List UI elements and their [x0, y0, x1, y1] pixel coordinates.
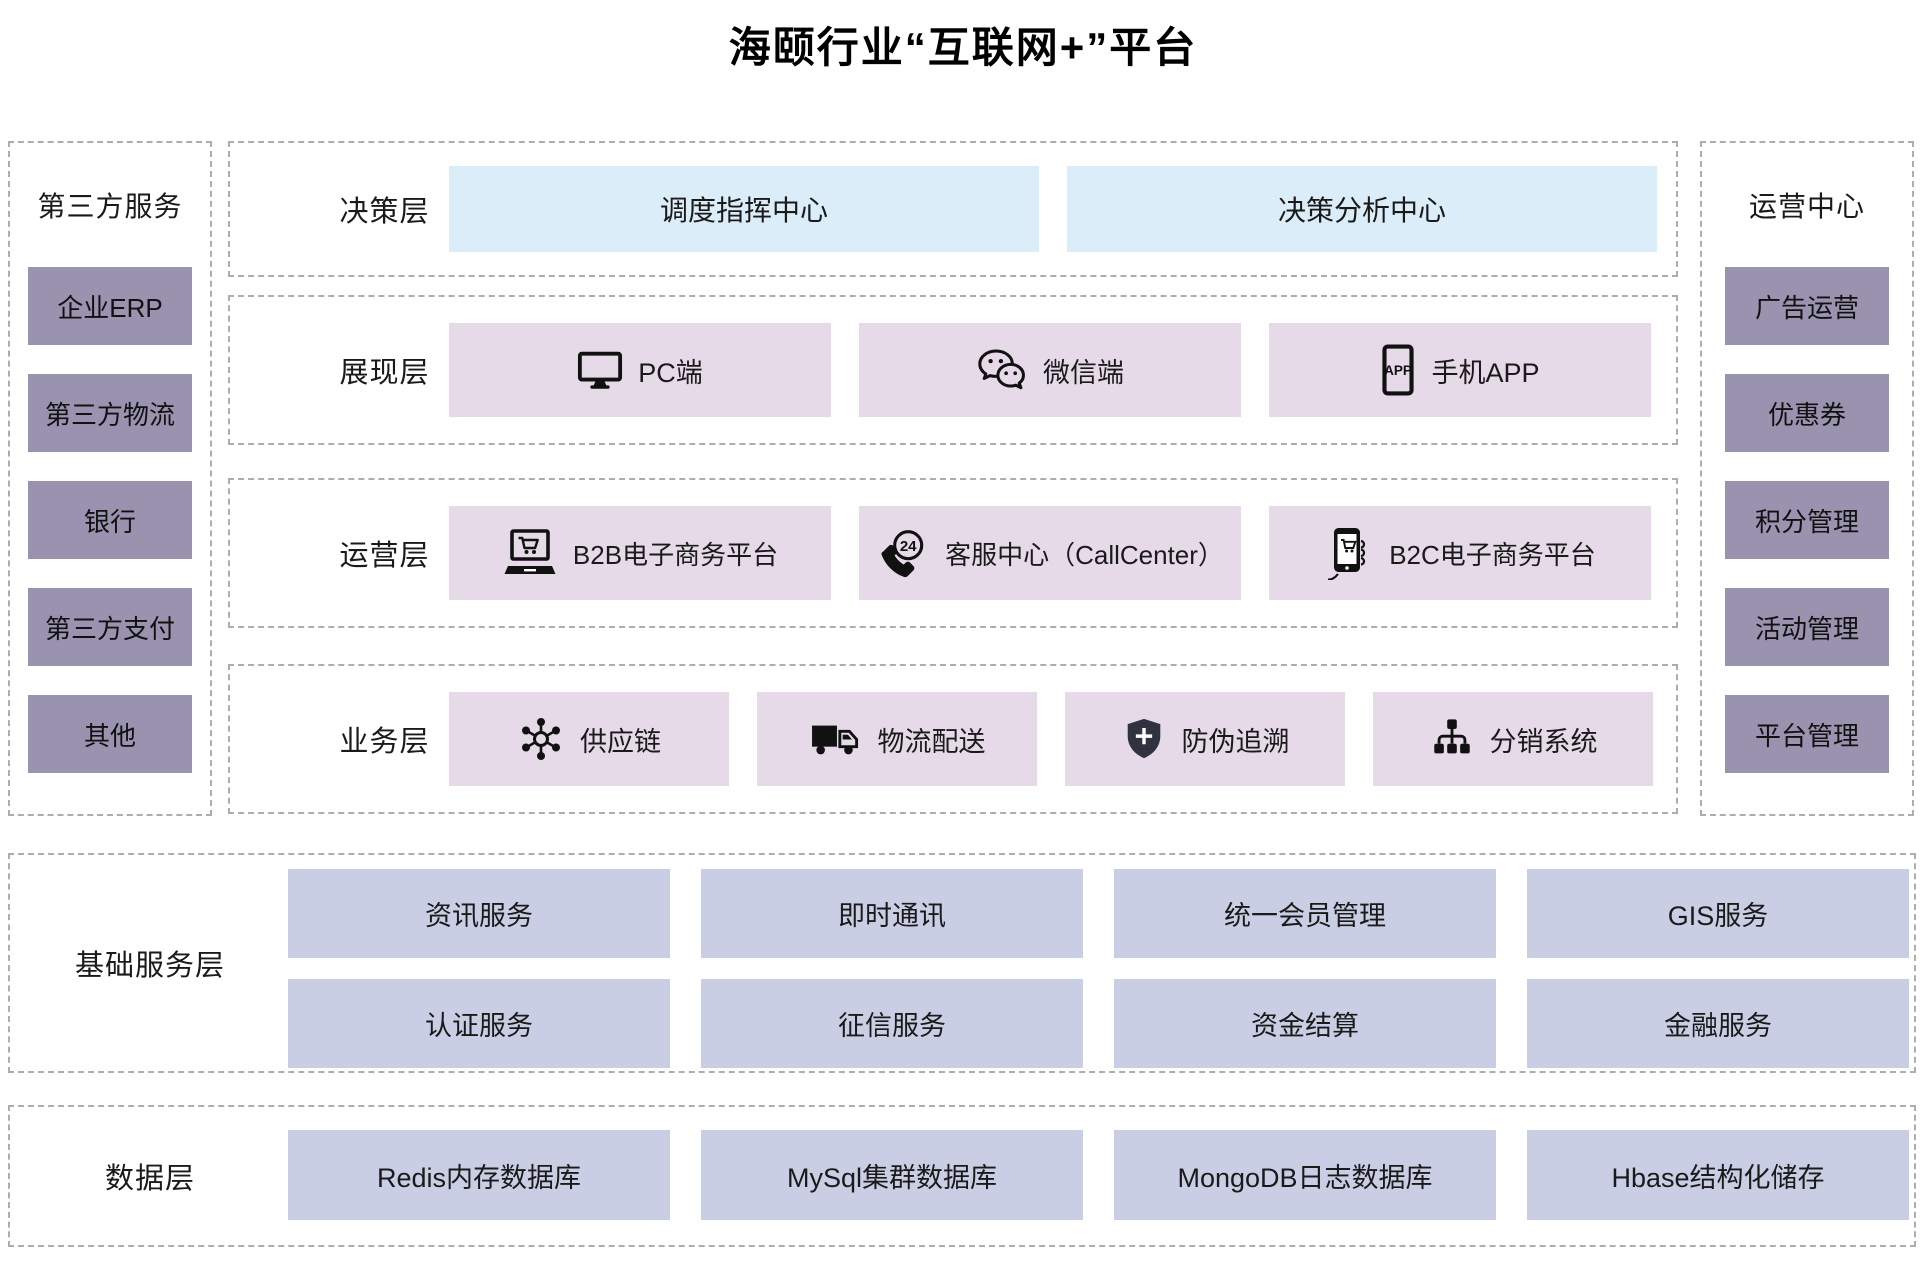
mobile-app-icon: APP — [1380, 344, 1416, 396]
mobile-app-label: 手机APP — [1431, 357, 1540, 388]
b2c-platform-label: B2C电子商务平台 — [1389, 539, 1596, 570]
business-layer: 业务层 — [228, 664, 1678, 814]
decision-layer-items: 调度指挥中心 决策分析中心 — [449, 166, 1657, 252]
operation-item-activity: 活动管理 — [1725, 588, 1889, 666]
dispatch-command-center-box: 调度指挥中心 — [449, 166, 1039, 252]
third-party-item-logistics: 第三方物流 — [28, 374, 192, 452]
supply-chain-box: 供应链 — [449, 692, 729, 786]
wechat-client-label: 微信端 — [1043, 357, 1124, 388]
service-box-member: 统一会员管理 — [1114, 869, 1496, 958]
service-box-settlement: 资金结算 — [1114, 979, 1496, 1068]
supply-network-icon — [517, 715, 565, 763]
distribution-system-label: 分销系统 — [1489, 726, 1598, 757]
operation-item-platform: 平台管理 — [1725, 695, 1889, 773]
third-party-item-bank: 银行 — [28, 481, 192, 559]
decision-layer-label: 决策层 — [339, 196, 430, 228]
hierarchy-icon — [1429, 716, 1475, 762]
db-box-mongodb: MongoDB日志数据库 — [1114, 1130, 1496, 1220]
service-box-finance: 金融服务 — [1527, 979, 1909, 1068]
third-party-items: 企业ERP 第三方物流 银行 第三方支付 其他 — [10, 267, 210, 773]
pc-client-box: PC端 — [449, 323, 831, 417]
presentation-layer-items: PC端 微信端 — [449, 323, 1651, 417]
monitor-icon — [577, 347, 623, 393]
db-box-mysql: MySql集群数据库 — [701, 1130, 1083, 1220]
presentation-layer: 展现层 PC端 — [228, 295, 1678, 445]
operation-item-coupon: 优惠券 — [1725, 374, 1889, 452]
service-box-credit: 征信服务 — [701, 979, 1083, 1068]
data-layer-label: 数据层 — [104, 1163, 195, 1195]
base-service-layer: 基础服务层 资讯服务 即时通讯 统一会员管理 GIS服务 认证服务 征信服务 资… — [8, 853, 1916, 1073]
supply-chain-label: 供应链 — [580, 726, 661, 757]
phone-24-icon: 24 — [876, 526, 930, 580]
pc-client-label: PC端 — [638, 357, 703, 388]
logistics-delivery-label: 物流配送 — [877, 726, 986, 757]
data-layer-grid: Redis内存数据库 MySql集群数据库 MongoDB日志数据库 Hbase… — [288, 1130, 1909, 1220]
truck-icon — [809, 716, 863, 762]
service-box-im: 即时通讯 — [701, 869, 1083, 958]
call-center-label: 客服中心（CallCenter） — [945, 539, 1224, 570]
operation-layer: 运营层 B2B电子商务平台 — [228, 478, 1678, 628]
business-layer-label: 业务层 — [339, 726, 430, 758]
operation-center-panel-title: 运营中心 — [1748, 191, 1865, 222]
logistics-delivery-box: 物流配送 — [757, 692, 1037, 786]
operation-item-ads: 广告运营 — [1725, 267, 1889, 345]
base-service-grid: 资讯服务 即时通讯 统一会员管理 GIS服务 认证服务 征信服务 资金结算 金融… — [288, 869, 1909, 1068]
operation-layer-label: 运营层 — [339, 540, 430, 572]
anti-fake-trace-box: 防伪追溯 — [1065, 692, 1345, 786]
operation-item-points: 积分管理 — [1725, 481, 1889, 559]
anti-fake-trace-label: 防伪追溯 — [1181, 726, 1290, 757]
service-box-auth: 认证服务 — [288, 979, 670, 1068]
service-box-gis: GIS服务 — [1527, 869, 1909, 958]
operation-center-items: 广告运营 优惠券 积分管理 活动管理 平台管理 — [1702, 267, 1912, 773]
wechat-client-box: 微信端 — [859, 323, 1241, 417]
third-party-item-other: 其他 — [28, 695, 192, 773]
operation-center-panel: 运营中心 广告运营 优惠券 积分管理 活动管理 平台管理 — [1700, 141, 1914, 816]
b2b-platform-label: B2B电子商务平台 — [572, 539, 779, 570]
svg-text:24: 24 — [900, 538, 917, 555]
service-box-info: 资讯服务 — [288, 869, 670, 958]
operation-layer-items: B2B电子商务平台 24 客服中心（CallCenter） — [449, 506, 1651, 600]
shield-icon — [1121, 716, 1167, 762]
data-layer: 数据层 Redis内存数据库 MySql集群数据库 MongoDB日志数据库 H… — [8, 1105, 1916, 1247]
mobile-app-box: APP 手机APP — [1269, 323, 1651, 417]
distribution-system-box: 分销系统 — [1373, 692, 1653, 786]
laptop-cart-icon — [502, 528, 558, 578]
mobile-cart-icon — [1324, 526, 1374, 580]
third-party-panel: 第三方服务 企业ERP 第三方物流 银行 第三方支付 其他 — [8, 141, 212, 816]
b2c-platform-box: B2C电子商务平台 — [1269, 506, 1651, 600]
page-title: 海颐行业“互联网+”平台 — [728, 24, 1198, 71]
decision-analysis-center-box: 决策分析中心 — [1067, 166, 1657, 252]
third-party-item-erp: 企业ERP — [28, 267, 192, 345]
business-layer-items: 供应链 物流配送 — [449, 692, 1653, 786]
decision-layer: 决策层 调度指挥中心 决策分析中心 — [228, 141, 1678, 277]
presentation-layer-label: 展现层 — [339, 357, 430, 389]
third-party-item-payment: 第三方支付 — [28, 588, 192, 666]
b2b-platform-box: B2B电子商务平台 — [449, 506, 831, 600]
db-box-hbase: Hbase结构化储存 — [1527, 1130, 1909, 1220]
base-service-layer-label: 基础服务层 — [74, 950, 225, 982]
call-center-box: 24 客服中心（CallCenter） — [859, 506, 1241, 600]
db-box-redis: Redis内存数据库 — [288, 1130, 670, 1220]
third-party-panel-title: 第三方服务 — [37, 191, 183, 222]
svg-text:APP: APP — [1385, 363, 1413, 378]
wechat-icon — [976, 344, 1028, 396]
